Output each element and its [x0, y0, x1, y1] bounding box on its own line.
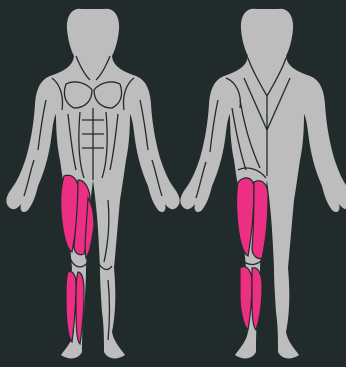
muscle-diagram-svg — [0, 0, 346, 367]
muscle-diagram — [0, 0, 346, 367]
